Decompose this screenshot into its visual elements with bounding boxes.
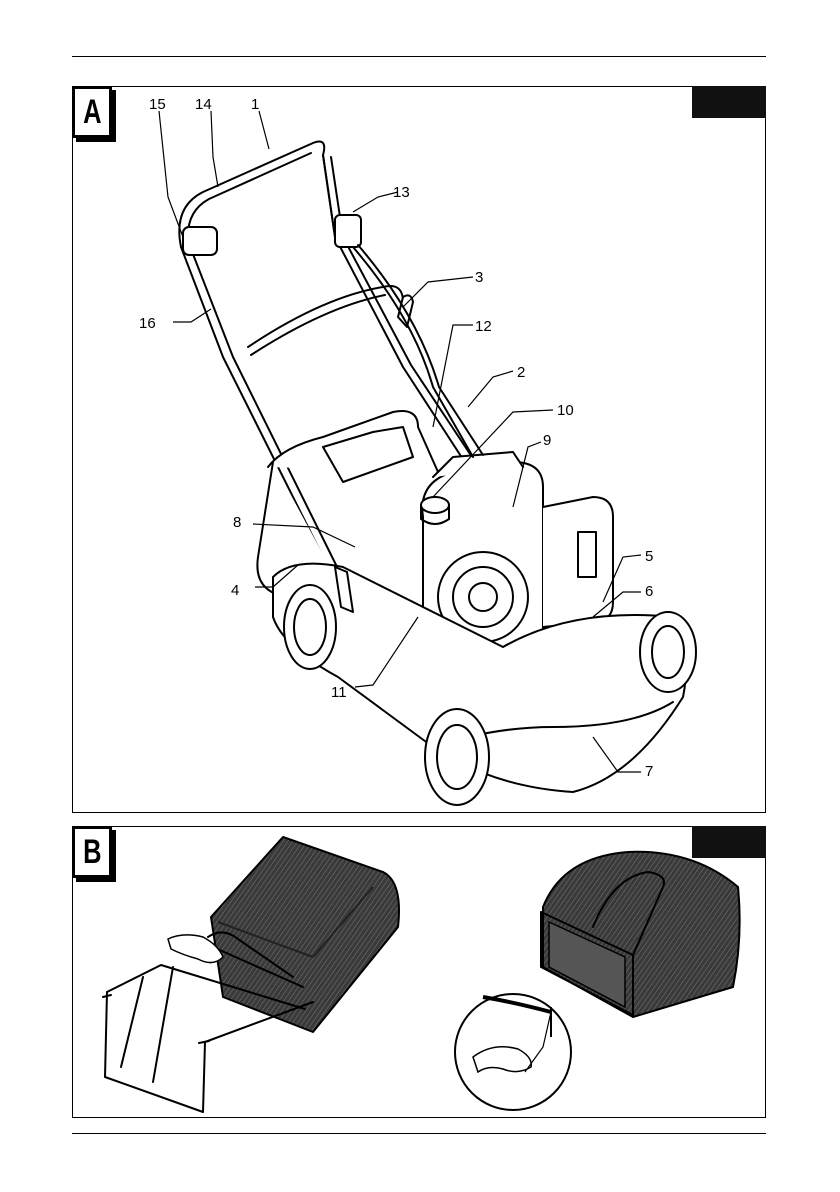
figure-a-panel: A <box>72 86 766 813</box>
callout-5: 5 <box>645 549 653 564</box>
callout-16: 16 <box>139 316 156 331</box>
lawn-scarifier-illustration <box>73 87 767 814</box>
callout-7: 7 <box>645 764 653 779</box>
callout-13: 13 <box>393 185 410 200</box>
callout-11: 11 <box>331 685 347 700</box>
callout-3: 3 <box>475 270 483 285</box>
callout-1: 1 <box>251 97 259 112</box>
bottom-rule <box>72 1133 766 1134</box>
grass-box-assembly-illustration <box>73 827 767 1119</box>
callout-10: 10 <box>557 403 574 418</box>
callout-14: 14 <box>195 97 212 112</box>
callout-8: 8 <box>233 515 241 530</box>
callout-15: 15 <box>149 97 166 112</box>
figure-b-panel: B <box>72 826 766 1118</box>
callout-9: 9 <box>543 433 551 448</box>
callout-12: 12 <box>475 319 492 334</box>
callout-4: 4 <box>231 583 239 598</box>
callout-6: 6 <box>645 584 653 599</box>
callout-2: 2 <box>517 365 525 380</box>
top-rule <box>72 56 766 57</box>
